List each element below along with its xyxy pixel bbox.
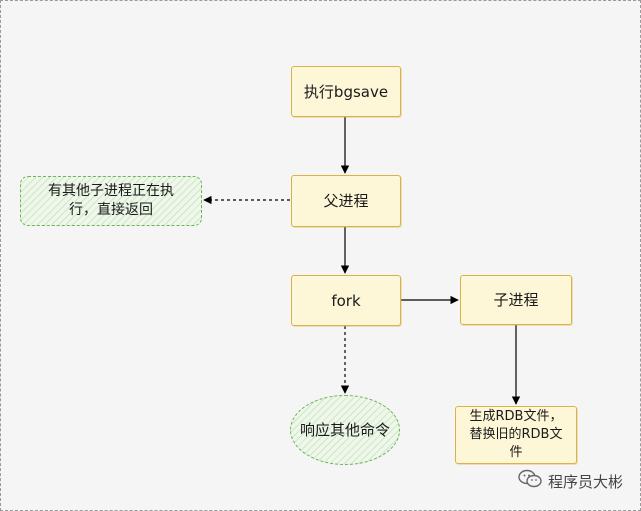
node-busy-return: 有其他子进程正在执行，直接返回 (20, 176, 202, 226)
node-respond-commands: 响应其他命令 (290, 395, 400, 465)
node-fork: fork (291, 275, 401, 326)
node-generate-rdb: 生成RDB文件，替换旧的RDB文件 (455, 406, 577, 464)
node-child-process: 子进程 (460, 275, 572, 325)
watermark-text: 程序员大彬 (547, 472, 623, 491)
node-child-process-label: 子进程 (493, 291, 539, 309)
wechat-icon (518, 469, 542, 493)
node-respond-commands-label: 响应其他命令 (299, 421, 390, 439)
node-busy-return-label: 有其他子进程正在执行，直接返回 (48, 183, 174, 218)
node-bgsave: 执行bgsave (291, 66, 401, 117)
node-generate-rdb-label: 生成RDB文件，替换旧的RDB文件 (469, 409, 563, 460)
node-parent-process: 父进程 (291, 175, 401, 227)
watermark: 程序员大彬 (518, 469, 623, 493)
node-fork-label: fork (331, 291, 361, 310)
node-bgsave-label: 执行bgsave (303, 82, 389, 101)
node-parent-process-label: 父进程 (323, 192, 369, 210)
